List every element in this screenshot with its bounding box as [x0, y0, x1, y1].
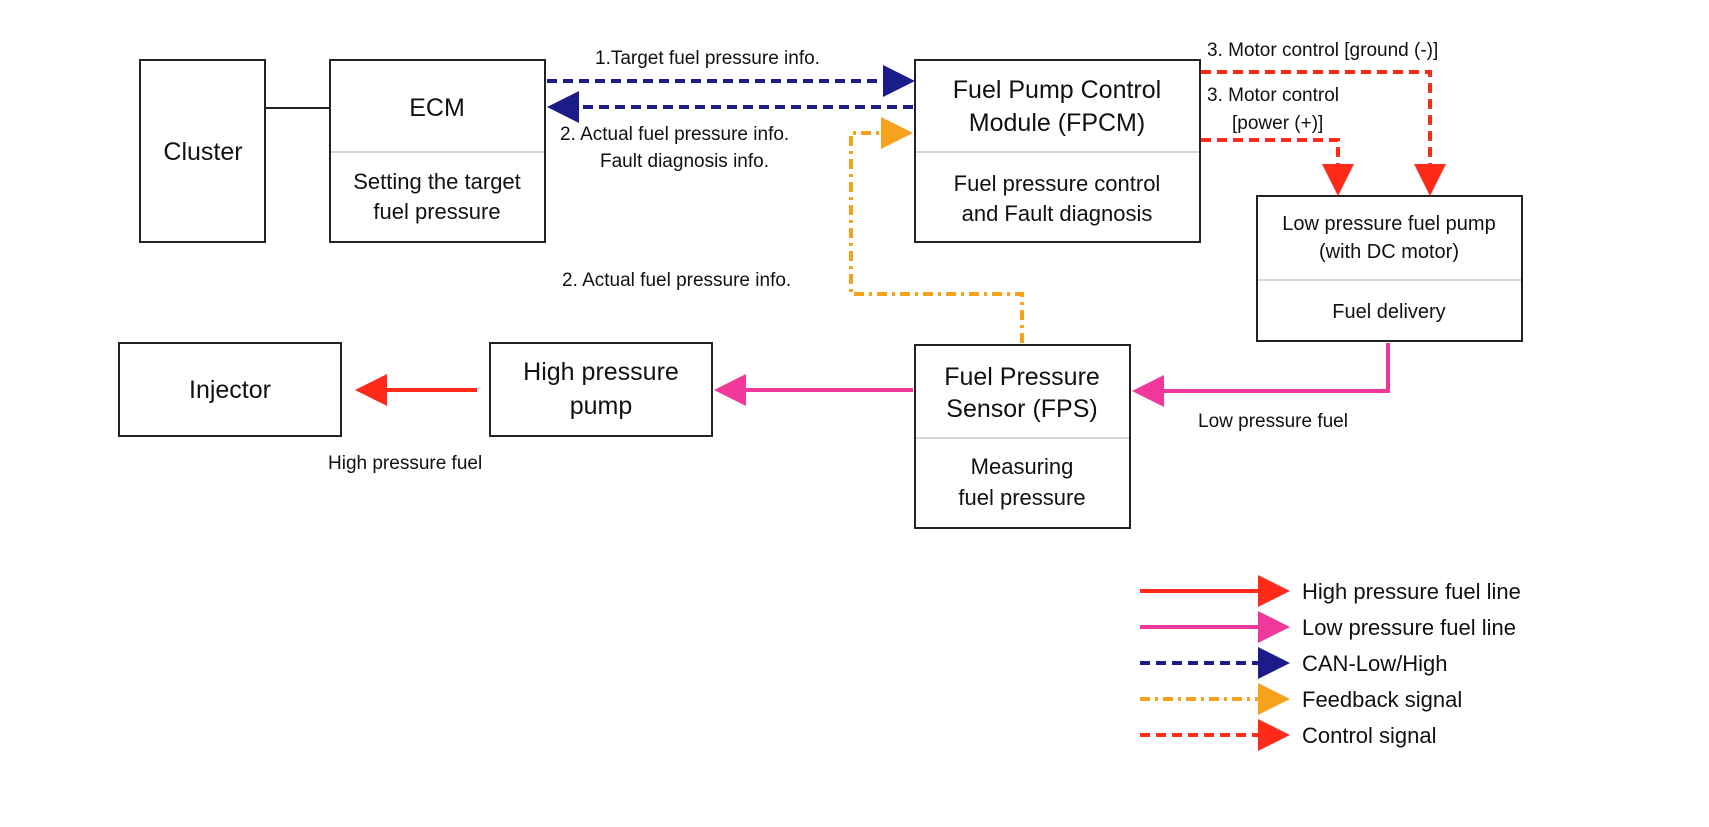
ecm-title: ECM	[409, 94, 465, 122]
injector-label: Injector	[189, 376, 271, 404]
ecm-desc-line-1: Setting the target	[353, 169, 521, 194]
control-line-power	[1201, 138, 1354, 196]
high-pump-title-line-1: High pressure	[523, 358, 679, 386]
legend-item-low-pressure: Low pressure fuel line	[1140, 611, 1516, 643]
fpcm-desc-line-2: and Fault diagnosis	[962, 201, 1153, 226]
legend-item-high-pressure: High pressure fuel line	[1140, 575, 1521, 607]
legend-label-low-pressure: Low pressure fuel line	[1302, 615, 1516, 640]
fps-desc-line-1: Measuring	[971, 454, 1074, 479]
label-actual-info-2: 2. Actual fuel pressure info.	[562, 270, 791, 291]
low-pump-title-line-1: Low pressure fuel pump	[1282, 213, 1495, 235]
feedback-signal-line	[849, 117, 1024, 343]
legend-label-feedback: Feedback signal	[1302, 687, 1462, 712]
fps-box: Fuel Pressure Sensor (FPS) Measuring fue…	[914, 344, 1131, 529]
label-motor-ground: 3. Motor control [ground (-)]	[1207, 40, 1438, 61]
label-target-info: 1.Target fuel pressure info.	[595, 48, 820, 69]
fpcm-title-line-2: Module (FPCM)	[969, 109, 1145, 137]
fps-desc-line-2: fuel pressure	[958, 485, 1085, 510]
fps-title-line-2: Sensor (FPS)	[946, 395, 1097, 423]
high-pressure-pump-box: High pressure pump	[489, 342, 713, 437]
low-pump-title-line-2: (with DC motor)	[1319, 241, 1459, 263]
cluster-box: Cluster	[139, 59, 266, 243]
label-high-pressure-fuel: High pressure fuel	[328, 453, 482, 474]
fpcm-title-line-1: Fuel Pump Control	[953, 76, 1161, 104]
control-line-ground	[1201, 70, 1446, 196]
label-actual-info-1: 2. Actual fuel pressure info.	[560, 124, 789, 145]
ecm-box: ECM Setting the target fuel pressure	[329, 59, 546, 243]
legend-label-can: CAN-Low/High	[1302, 651, 1448, 676]
legend-label-control: Control signal	[1302, 723, 1437, 748]
legend-label-high-pressure: High pressure fuel line	[1302, 579, 1521, 604]
low-pressure-pump-box: Low pressure fuel pump (with DC motor) F…	[1256, 195, 1523, 342]
label-fault-info: Fault diagnosis info.	[600, 151, 769, 172]
legend: High pressure fuel line Low pressure fue…	[1140, 575, 1521, 751]
legend-item-can: CAN-Low/High	[1140, 647, 1448, 679]
legend-item-control: Control signal	[1140, 719, 1437, 751]
low-pressure-fuel-line-to-fps	[1132, 343, 1390, 407]
fpcm-box: Fuel Pump Control Module (FPCM) Fuel pre…	[914, 59, 1201, 243]
label-motor-power-1: 3. Motor control	[1207, 85, 1339, 106]
fps-title-line-1: Fuel Pressure	[944, 363, 1100, 391]
fpcm-desc-line-1: Fuel pressure control	[954, 171, 1161, 196]
low-pump-desc: Fuel delivery	[1332, 301, 1445, 323]
label-motor-power-2: [power (+)]	[1232, 113, 1323, 134]
label-low-pressure-fuel: Low pressure fuel	[1198, 411, 1348, 432]
ecm-desc-line-2: fuel pressure	[373, 199, 500, 224]
cluster-label: Cluster	[163, 138, 242, 166]
injector-box: Injector	[118, 342, 342, 437]
high-pump-title-line-2: pump	[570, 392, 633, 420]
legend-item-feedback: Feedback signal	[1140, 683, 1462, 715]
